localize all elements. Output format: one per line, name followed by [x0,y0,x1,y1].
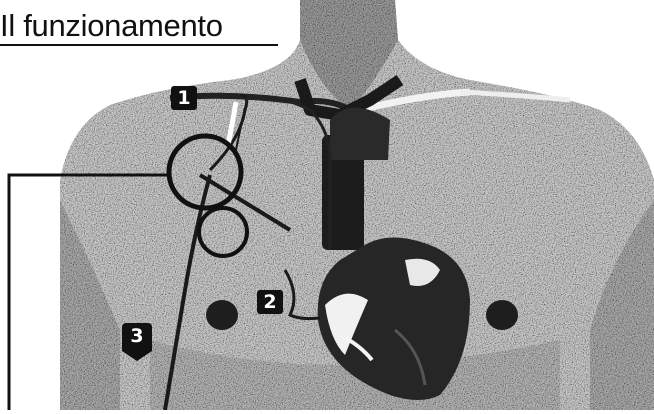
diagram-title: Il funzionamento [0,10,223,41]
right-nipple [486,300,518,330]
marker-1: 1 [171,86,197,110]
marker-3: 3 [122,323,152,351]
left-nipple [206,300,238,330]
marker-2: 2 [257,290,283,314]
